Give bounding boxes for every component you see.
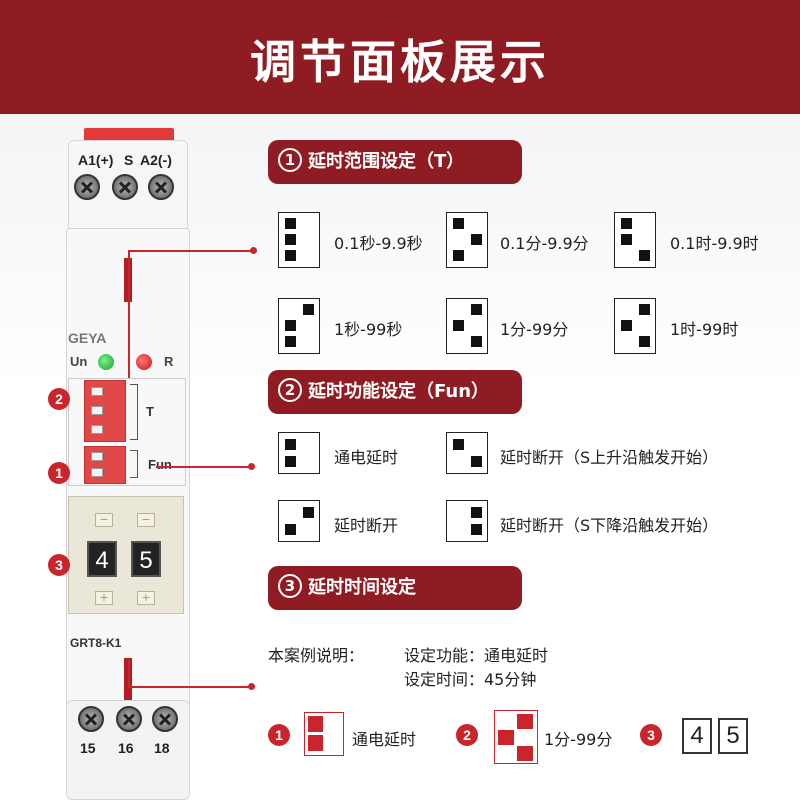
section-function-header: 2 延时功能设定（Fun） xyxy=(268,370,522,414)
example-step-2-text: 1分-99分 xyxy=(544,730,613,749)
bracket xyxy=(130,384,138,440)
section-number: 1 xyxy=(278,148,302,172)
digit-tens: 4 xyxy=(87,541,117,577)
section-title: 延时时间设定 xyxy=(308,577,416,598)
terminal-15-label: 15 xyxy=(80,740,96,756)
section-title: 延时范围设定（T） xyxy=(308,151,465,172)
minus-button[interactable]: − xyxy=(95,513,113,527)
led-un-label: Un xyxy=(70,354,88,369)
terminal-s-label: S xyxy=(124,152,134,168)
leader-line xyxy=(128,250,130,378)
switch-pattern-icon xyxy=(278,500,320,542)
leader-line xyxy=(128,660,130,686)
screw-icon xyxy=(116,706,142,732)
model-number: GRT8-K1 xyxy=(70,636,122,650)
led-r-label: R xyxy=(164,354,174,369)
example-step-1-text: 通电延时 xyxy=(352,730,417,749)
section-number: 3 xyxy=(278,574,302,598)
screw-icon xyxy=(152,706,178,732)
example-step-2: 2 xyxy=(456,724,478,746)
dip-toggle[interactable] xyxy=(91,406,103,415)
section-time-header: 3 延时时间设定 xyxy=(268,566,522,610)
dip-toggle[interactable] xyxy=(91,468,103,477)
screw-icon xyxy=(148,174,174,200)
plus-button[interactable]: + xyxy=(137,591,155,605)
switch-pattern-icon xyxy=(446,212,488,268)
terminal-18-label: 18 xyxy=(154,740,170,756)
screw-icon xyxy=(74,174,100,200)
section-range-header: 1 延时范围设定（T） xyxy=(268,140,522,184)
switch-pattern-icon xyxy=(446,500,488,542)
relay-led-icon xyxy=(136,354,152,370)
terminal-16-label: 16 xyxy=(118,740,134,756)
header-banner: 调节面板展示 xyxy=(0,0,800,114)
dip-fun-label: Fun xyxy=(148,457,172,472)
brand-logo: GEYA xyxy=(68,330,107,346)
dip-toggle[interactable] xyxy=(91,387,103,396)
example-step-3: 3 xyxy=(640,724,662,746)
range-option-label: 1时-99时 xyxy=(670,320,739,339)
minus-button[interactable]: − xyxy=(137,513,155,527)
range-option-label: 0.1分-9.9分 xyxy=(500,234,589,253)
dip-toggle[interactable] xyxy=(91,425,103,434)
example-digit-tens: 4 xyxy=(682,718,712,754)
example-step-1: 1 xyxy=(268,724,290,746)
function-option-label: 延时断开 xyxy=(334,516,399,535)
switch-pattern-icon xyxy=(278,432,320,474)
dip-t-label: T xyxy=(146,404,154,419)
switch-pattern-icon xyxy=(614,298,656,354)
dip-switch-t[interactable] xyxy=(84,380,126,442)
example-function: 设定功能：通电延时 xyxy=(404,646,549,665)
dip-switch-frame xyxy=(68,378,186,486)
thumbwheel-panel: − − 4 5 + + xyxy=(68,496,184,614)
example-time: 设定时间：45分钟 xyxy=(404,670,537,689)
section-title: 延时功能设定（Fun） xyxy=(308,381,490,402)
power-led-icon xyxy=(98,354,114,370)
section-number: 2 xyxy=(278,378,302,402)
screw-icon xyxy=(78,706,104,732)
range-option-label: 1分-99分 xyxy=(500,320,569,339)
terminal-a2-label: A2(-) xyxy=(140,152,172,168)
function-option-label: 延时断开（S上升沿触发开始） xyxy=(500,448,719,467)
page-title: 调节面板展示 xyxy=(250,35,550,89)
callout-1: 1 xyxy=(48,462,70,484)
bracket xyxy=(130,450,138,478)
callout-3: 3 xyxy=(48,554,70,576)
switch-pattern-icon xyxy=(304,712,344,756)
switch-pattern-icon xyxy=(278,298,320,354)
callout-2: 2 xyxy=(48,388,70,410)
leader-line xyxy=(128,250,252,252)
function-option-label: 延时断开（S下降沿触发开始） xyxy=(500,516,719,535)
switch-pattern-icon xyxy=(278,212,320,268)
dip-toggle[interactable] xyxy=(91,452,103,461)
leader-dot xyxy=(248,683,255,690)
screw-icon xyxy=(112,174,138,200)
dip-switch-fun[interactable] xyxy=(84,446,126,484)
switch-pattern-icon xyxy=(494,710,538,764)
terminal-a1-label: A1(+) xyxy=(78,152,114,168)
switch-pattern-icon xyxy=(446,432,488,474)
leader-dot xyxy=(250,247,257,254)
range-option-label: 0.1秒-9.9秒 xyxy=(334,234,423,253)
leader-line xyxy=(128,686,250,688)
range-option-label: 1秒-99秒 xyxy=(334,320,403,339)
plus-button[interactable]: + xyxy=(95,591,113,605)
switch-pattern-icon xyxy=(614,212,656,268)
example-digit-units: 5 xyxy=(718,718,748,754)
device-top-clip xyxy=(84,128,174,142)
leader-line xyxy=(156,466,250,468)
leader-dot xyxy=(248,463,255,470)
digit-units: 5 xyxy=(131,541,161,577)
function-option-label: 通电延时 xyxy=(334,448,399,467)
range-option-label: 0.1时-9.9时 xyxy=(670,234,759,253)
switch-pattern-icon xyxy=(446,298,488,354)
example-heading: 本案例说明： xyxy=(268,646,365,665)
